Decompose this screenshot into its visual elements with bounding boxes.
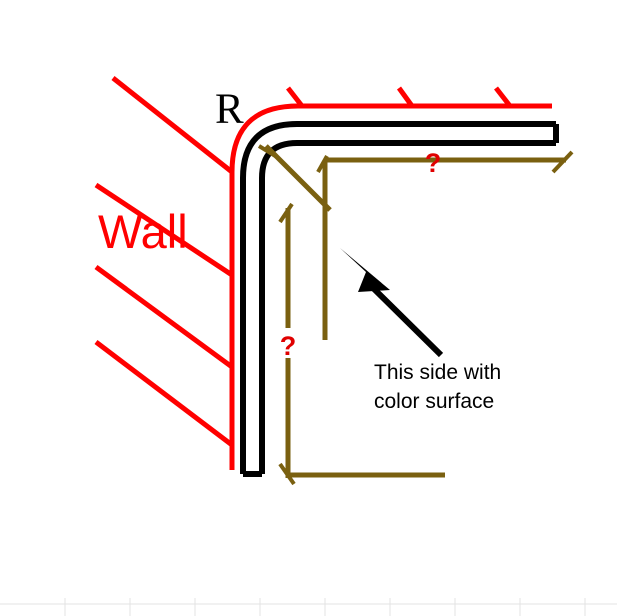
annotation-line-1: This side with [374,361,501,384]
radius-arrow-icon [316,155,329,173]
ruler-tick-group [64,598,586,616]
horizontal-dimension-label: ? [425,148,442,178]
wall-face-line [229,103,552,470]
tube-inner-wall [259,140,556,474]
radius-label: R [215,86,244,133]
radius-arrow-icon [257,144,279,159]
wall-hatch-line [94,264,234,370]
wall-hatch-line [94,340,234,447]
arrow-up-left-icon [340,248,390,292]
wall-hatch-line [494,86,512,108]
tube-outer-wall [240,121,556,474]
callout-leader-line [365,280,444,358]
horizontal-dimension-group: ? [327,148,574,178]
dimension-arrow-icon [278,202,294,224]
annotation-line-2: color surface [374,390,494,413]
dimension-arrow-icon [278,462,296,486]
dimension-arrow-icon [551,150,574,174]
wall-hatching-group [94,76,552,470]
vertical-dimension-group: ? [278,202,445,486]
wall-hatch-line [396,86,415,108]
radius-leader-group [257,144,566,340]
vertical-dimension-label: ? [280,331,297,361]
wall-label: Wall [98,205,188,258]
wall-hatch-line [111,76,234,174]
bottom-ruler [0,598,617,616]
callout-arrow-group [340,248,444,358]
wall-hatch-line [94,182,234,278]
wall-hatch-line [286,86,304,108]
